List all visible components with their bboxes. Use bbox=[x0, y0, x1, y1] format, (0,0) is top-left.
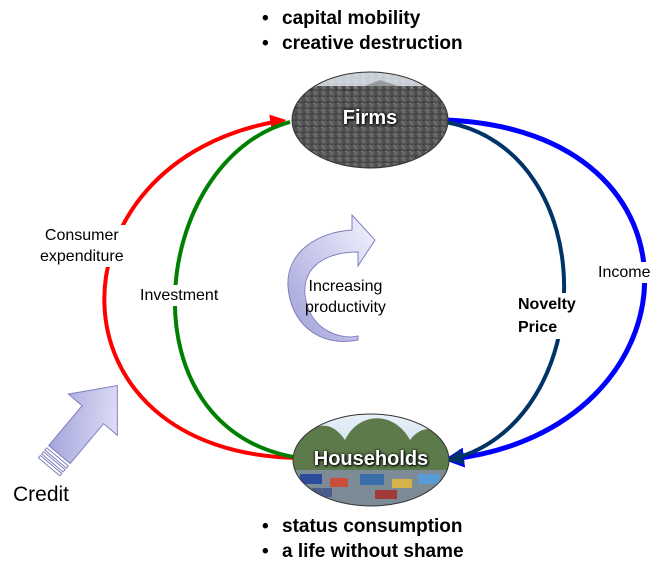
investment-label: Investment bbox=[138, 285, 221, 306]
household-bullets: status consumption a life without shame bbox=[262, 514, 464, 564]
firm-bullet-item: capital mobility bbox=[262, 6, 463, 31]
credit-label: Credit bbox=[13, 483, 70, 506]
consumer-expenditure-label: Consumer expenditure bbox=[38, 225, 126, 267]
income-arrow bbox=[444, 117, 648, 468]
consumer-expenditure-arrow bbox=[102, 114, 301, 460]
novelty-price-arrow bbox=[444, 120, 566, 465]
households-label: Households bbox=[313, 448, 429, 470]
household-bullet-item: a life without shame bbox=[262, 539, 464, 564]
firm-bullet-item: creative destruction bbox=[262, 31, 463, 56]
productivity-cycle-arrow bbox=[287, 213, 376, 342]
household-bullet-item: status consumption bbox=[262, 514, 464, 539]
firms-node bbox=[291, 71, 449, 169]
novelty-price-label: Novelty Price bbox=[516, 293, 578, 339]
income-label: Income bbox=[596, 262, 653, 283]
increasing-productivity-label: Increasing productivity bbox=[305, 278, 386, 316]
firm-bullets: capital mobility creative destruction bbox=[262, 6, 463, 56]
firms-label: Firms bbox=[342, 107, 398, 129]
credit-arrow bbox=[37, 384, 118, 477]
